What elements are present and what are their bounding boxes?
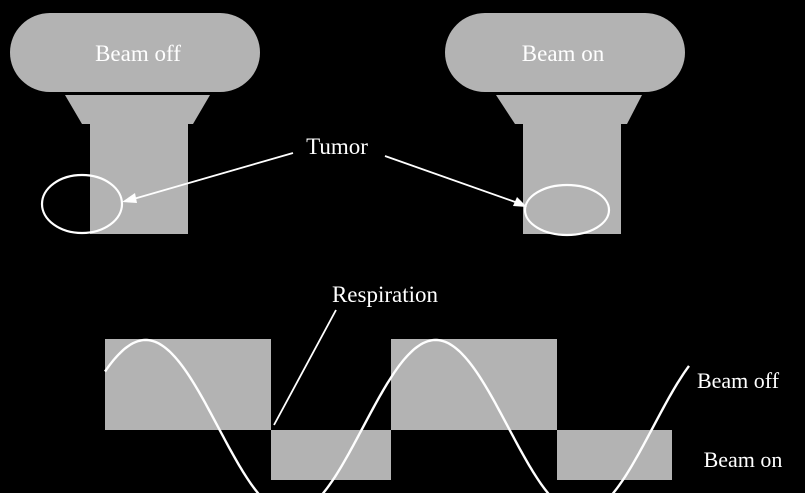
waveform-beam-off-label: Beam off	[697, 368, 780, 393]
tumor-pointer-right-arrow	[384, 155, 527, 207]
respiration-pointer	[273, 309, 337, 426]
gate-window-beam-off-2	[391, 339, 557, 430]
tumor-label: Tumor	[306, 134, 368, 159]
left-tumor	[40, 173, 124, 235]
gate-window-beam-on-1	[271, 430, 391, 480]
right-linac-collimator	[496, 95, 642, 124]
gate-window-beam-on-2	[557, 430, 672, 480]
left-linac-beam-field	[90, 124, 188, 234]
left-linac-collimator	[65, 95, 210, 124]
left-linac: Beam off	[10, 13, 260, 235]
left-linac-head	[10, 13, 260, 92]
right-linac-label: Beam on	[522, 41, 605, 66]
right-linac-head	[445, 13, 685, 92]
right-linac-beam-field	[523, 124, 621, 234]
respiration-curve	[104, 338, 690, 493]
waveform-beam-on-label: Beam on	[704, 447, 783, 472]
tumor-pointer-left-arrow	[122, 152, 294, 203]
left-linac-label: Beam off	[95, 41, 181, 66]
gate-window-beam-off-1	[105, 339, 271, 430]
right-linac: Beam on	[445, 13, 685, 237]
right-tumor	[523, 183, 611, 237]
gating-waveform	[104, 338, 690, 493]
respiration-label: Respiration	[332, 282, 439, 307]
